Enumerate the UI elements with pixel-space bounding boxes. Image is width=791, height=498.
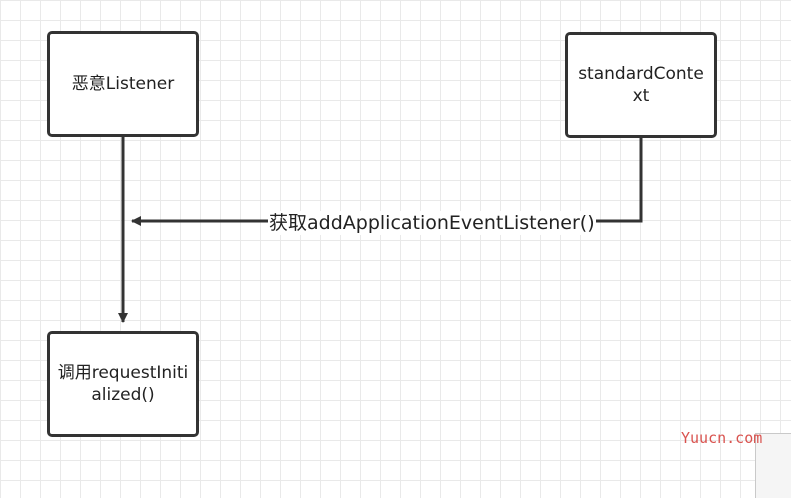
call-request-initialized-label: 调用requestInitialized()	[57, 363, 189, 405]
malicious-listener-node[interactable]: 恶意Listener	[47, 31, 199, 137]
malicious-listener-label: 恶意Listener	[71, 74, 175, 94]
watermark: Yuucn.com	[681, 429, 763, 447]
standard-context-node[interactable]: standardContext	[565, 32, 717, 138]
edge-label: 获取addApplicationEventListener()	[268, 211, 596, 235]
call-request-initialized-node[interactable]: 调用requestInitialized()	[47, 331, 199, 437]
standard-context-label: standardContext	[578, 64, 704, 106]
corner-panel	[755, 433, 791, 498]
edge-context-to-listener	[131, 138, 643, 226]
